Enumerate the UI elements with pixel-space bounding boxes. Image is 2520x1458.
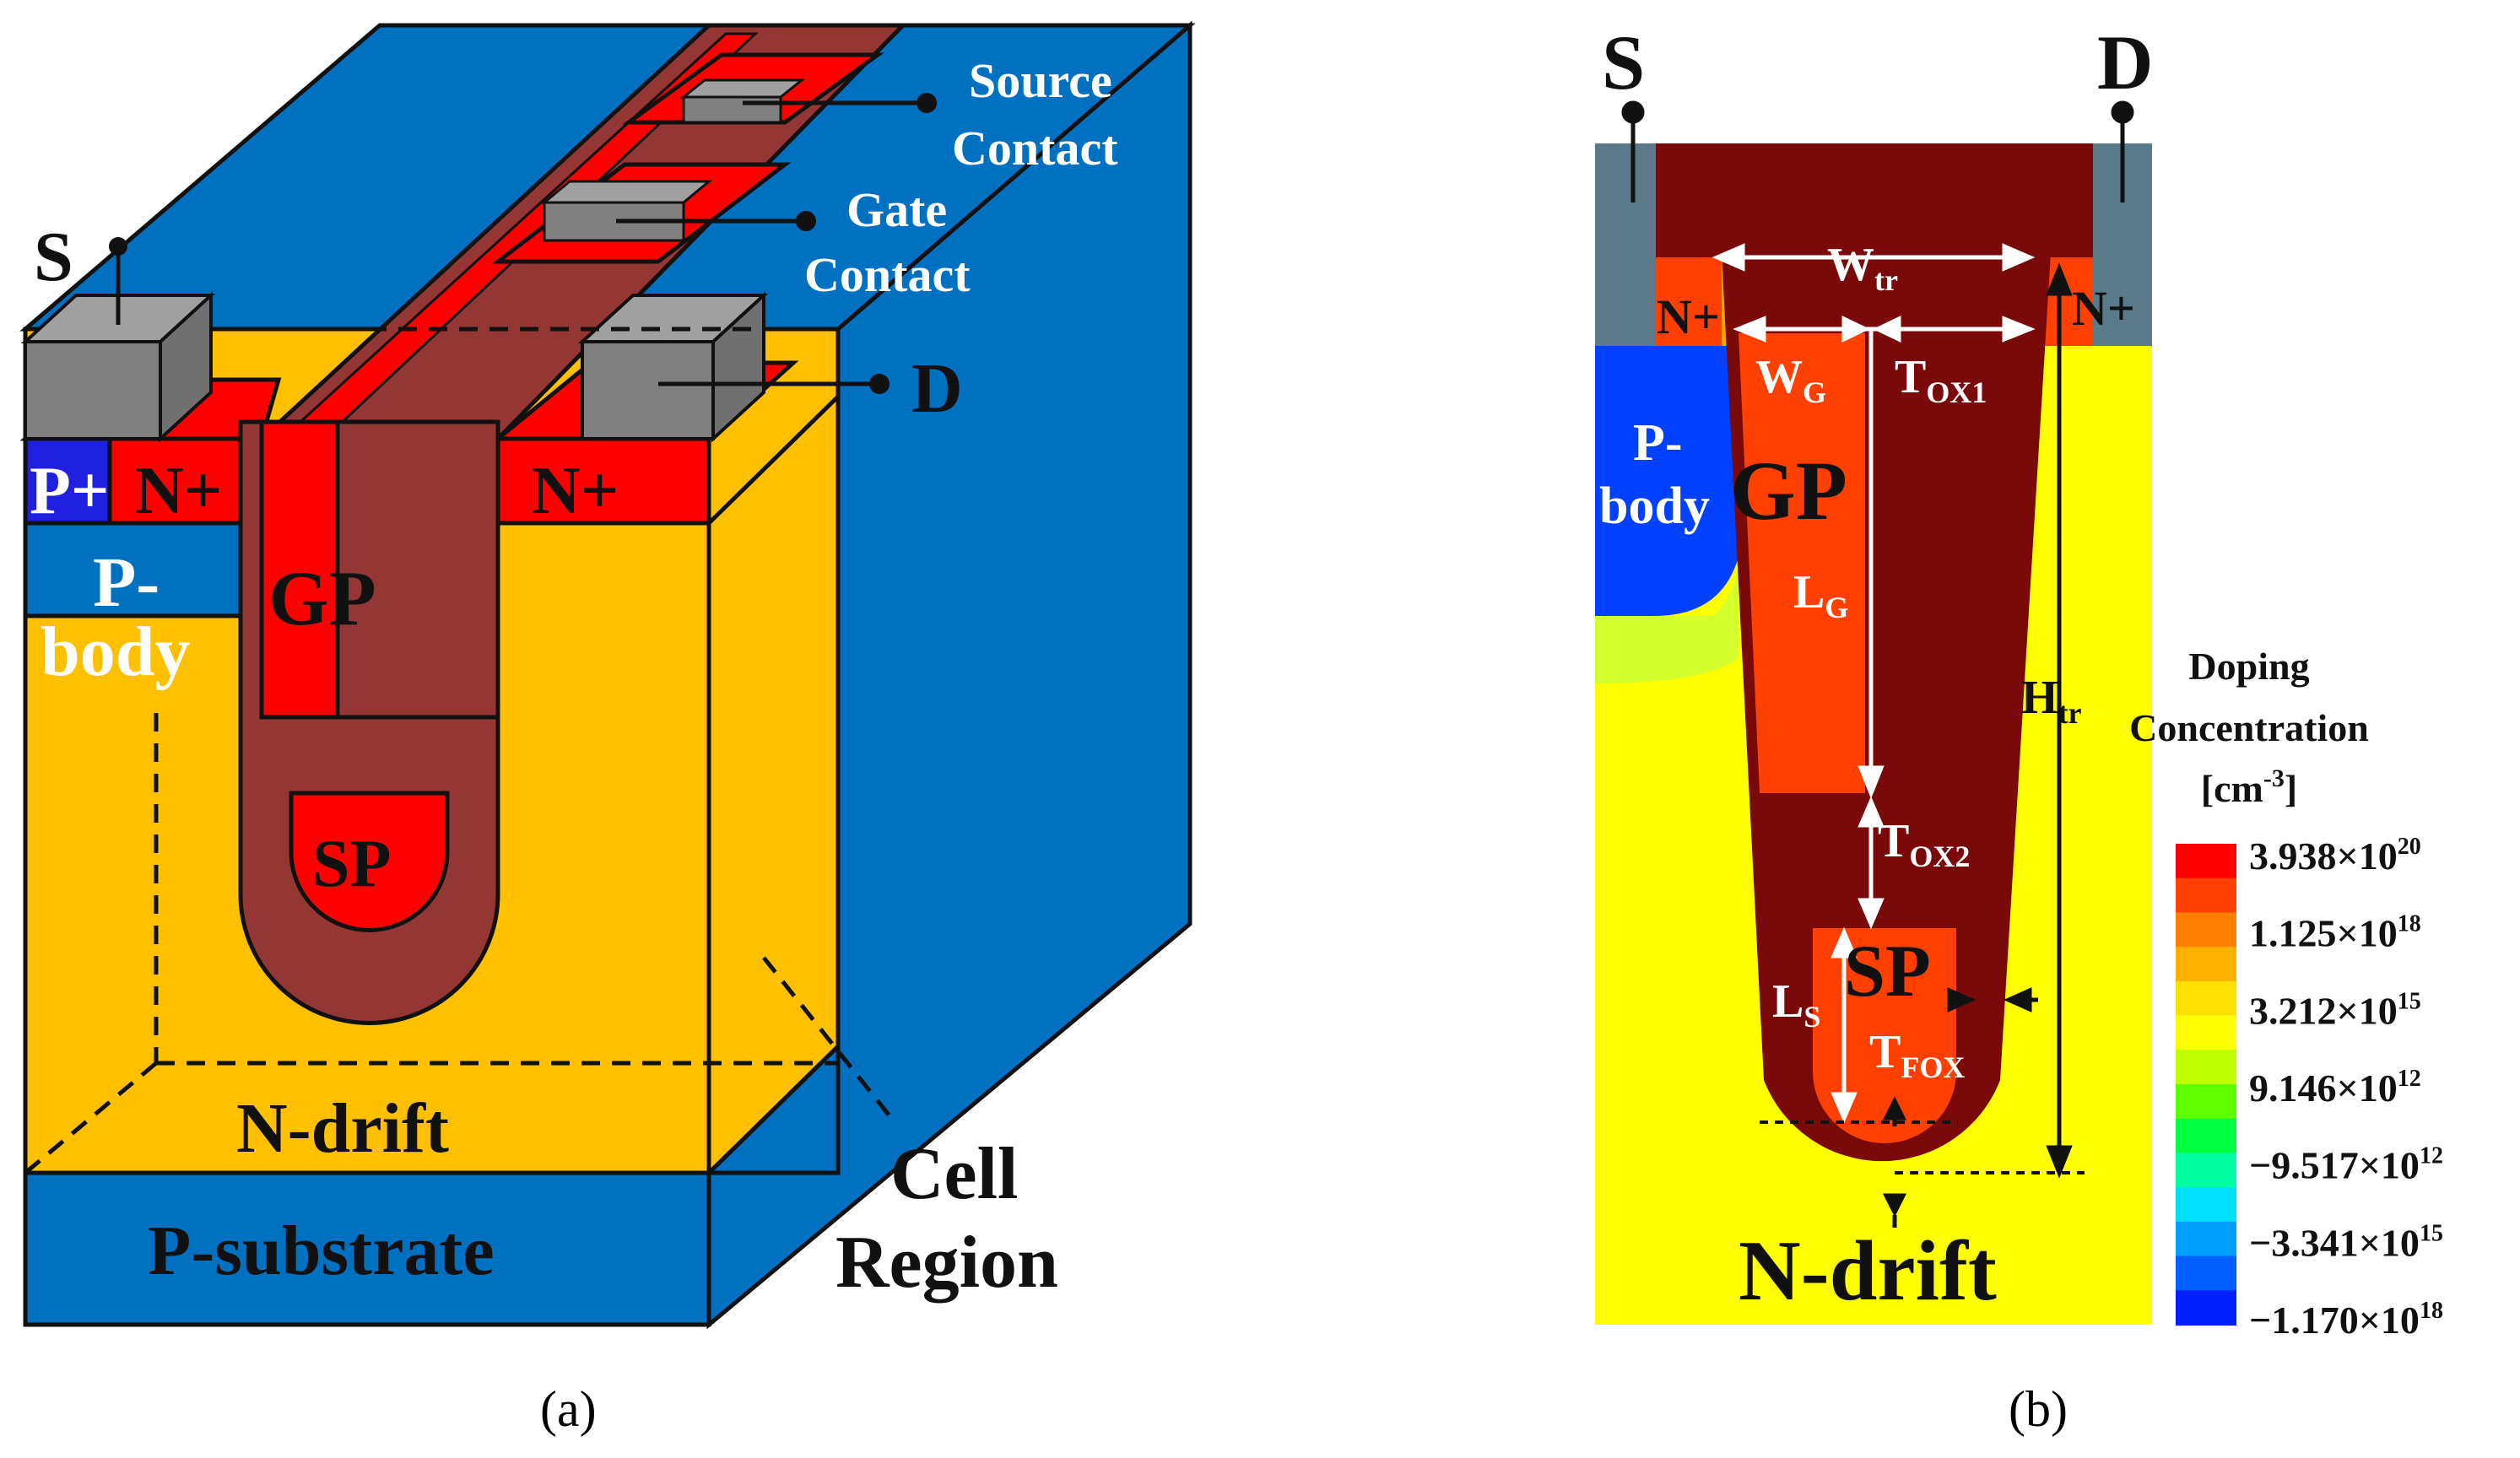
gate-poly-front (259, 419, 340, 720)
label-gp: GP (268, 555, 376, 641)
b-label-w-g: WG (1755, 351, 1826, 409)
b-label-h-tr: Htr (2021, 672, 2082, 730)
label-sp: SP (312, 827, 391, 901)
b-label-n-drift: N-drift (1739, 1223, 1997, 1319)
p-substrate-front (23, 1170, 711, 1327)
b-label-sp: SP (1844, 931, 1931, 1012)
legend-color-swatch (2176, 1256, 2236, 1292)
b-s-lead-dot (1621, 100, 1645, 124)
label-gate-contact-2: Contact (804, 247, 971, 302)
b-gate-poly (1739, 333, 1865, 793)
label-source-contact-2: Contact (952, 121, 1118, 176)
label-s: S (34, 218, 73, 296)
b-top-oxide (1656, 143, 2095, 257)
p-body-region (23, 521, 264, 618)
legend-color-swatch (2176, 844, 2236, 879)
b-label-l-g: LG (1793, 566, 1848, 624)
legend-colorbar (2176, 844, 2236, 1326)
shield-poly-front (289, 791, 450, 932)
gate-contact-dot (796, 211, 816, 231)
source-metal-side (159, 291, 213, 443)
gate-contact-box-top (540, 180, 713, 204)
b-label-t-ox1: TOX1 (1895, 351, 1987, 409)
legend-color-swatch (2176, 1221, 2236, 1257)
legend-tick-label: 3.938×1020 (2249, 834, 2421, 878)
legend-color-swatch (2176, 878, 2236, 914)
b-d-lead-dot (2111, 100, 2134, 124)
label-cell-1: Cell (890, 1133, 1019, 1215)
drain-metal-front (581, 340, 715, 440)
legend-color-swatch (2176, 1153, 2236, 1189)
legend-color-swatch (2176, 1290, 2236, 1326)
label-n-plus-right: N+ (532, 454, 619, 528)
label-p-body-2: body (41, 613, 190, 691)
label-p-substrate: P-substrate (148, 1212, 495, 1290)
b-p-body-green (1595, 557, 1739, 683)
b-source-metal (1595, 143, 1656, 346)
legend-tick-label: 1.125×1018 (2249, 911, 2421, 955)
legend-tick-labels: 3.938×1020 1.125×1018 3.212×1015 9.146×1012… (2249, 834, 2443, 1342)
b-label-w-tr: Wtr (1827, 239, 1898, 297)
label-cell-2: Region (835, 1222, 1058, 1304)
panel-a-device-3d: S D Source Contact Gate Contact P+ N+ N+… (19, 20, 1196, 1437)
legend-color-swatch (2176, 947, 2236, 982)
b-label-gp: GP (1730, 444, 1847, 537)
legend-color-swatch (2176, 1118, 2236, 1154)
legend-color-swatch (2176, 980, 2236, 1017)
source-contact-box-top (679, 78, 806, 99)
front-side-bevel (706, 392, 841, 1178)
label-d: D (911, 349, 963, 428)
d-lead-dot (869, 374, 890, 394)
b-label-l-s: LS (1772, 975, 1820, 1034)
legend-title-3: [cm-3] (2201, 764, 2297, 810)
b-label-n-plus-left: N+ (1657, 289, 1720, 344)
legend-color-swatch (2176, 1015, 2236, 1051)
b-n-plus-left (1654, 253, 1722, 346)
legend-title-1: Doping (2188, 645, 2309, 688)
label-source-contact-1: Source (969, 53, 1112, 108)
legend-tick-label: −3.341×1015 (2249, 1220, 2443, 1264)
source-contact-dot (917, 93, 937, 113)
legend-color-swatch (2176, 1187, 2236, 1223)
b-p-body (1595, 346, 1739, 616)
b-label-t-fox: TFOX (1869, 1026, 1965, 1084)
b-shield-poly (1813, 928, 1956, 1143)
b-n-plus-right (2042, 253, 2093, 346)
n-plus-right (495, 436, 711, 526)
caption-b: (b) (2009, 1381, 2068, 1437)
label-gate-contact-1: Gate (846, 182, 947, 237)
legend-color-swatch (2176, 1050, 2236, 1085)
legend-tick-label: 9.146×1012 (2249, 1066, 2421, 1110)
b-label-t-ox2: TOX2 (1878, 815, 1970, 873)
label-n-drift: N-drift (236, 1089, 449, 1168)
legend-color-swatch (2176, 1084, 2236, 1120)
trench-ox-front (335, 419, 500, 720)
legend-color-swatch (2176, 912, 2236, 948)
legend-tick-label: −1.170×1018 (2249, 1298, 2443, 1342)
b-label-p-body-1: P- (1633, 414, 1683, 472)
b-label-s: S (1602, 19, 1645, 105)
b-label-d: D (2097, 19, 2153, 105)
legend-title-2: Concentration (2129, 706, 2369, 749)
b-label-p-body-2: body (1599, 478, 1710, 535)
legend-tick-label: −9.517×1012 (2249, 1143, 2443, 1187)
label-p-body-1: P- (93, 543, 160, 622)
legend-tick-label: 3.212×1015 (2249, 988, 2421, 1032)
label-n-plus-left: N+ (135, 454, 222, 528)
b-label-n-plus-right: N+ (2072, 281, 2135, 336)
panel-b-cross-section: S D N+ N+ P- body GP SP N-drift Wtr WG T… (1595, 19, 2443, 1437)
s-lead-dot (109, 237, 127, 256)
source-metal-front (24, 340, 162, 440)
caption-a: (a) (540, 1381, 597, 1437)
label-p-plus: P+ (30, 454, 109, 528)
